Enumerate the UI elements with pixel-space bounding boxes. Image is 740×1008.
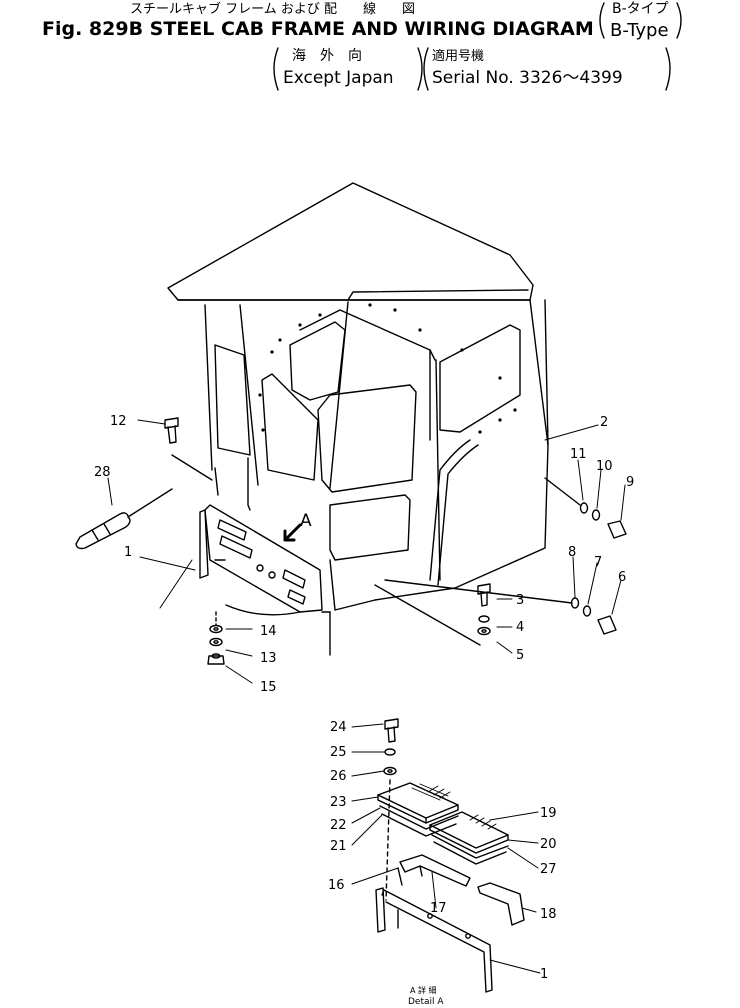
part-label-4: 4	[516, 620, 524, 635]
part-label-11: 11	[570, 447, 587, 462]
serial-japanese: 適用号機	[432, 48, 484, 64]
region-japanese: 海 外 向	[292, 48, 362, 64]
title-japanese: スチールキャブ フレーム および 配 線 図	[130, 1, 415, 17]
part-label-15: 15	[260, 680, 277, 695]
part-label-2: 2	[600, 415, 608, 430]
fasteners-lower-right	[374, 579, 617, 646]
part-label-12: 12	[110, 414, 127, 429]
part-label-28: 28	[94, 465, 111, 480]
part-label-13: 13	[260, 651, 277, 666]
figure-title: Fig. 829B STEEL CAB FRAME AND WIRING DIA…	[42, 18, 594, 40]
part-label-5: 5	[516, 648, 524, 663]
view-a-arrow: A	[283, 511, 312, 542]
part-label-22: 22	[330, 818, 347, 833]
serial-english: Serial No. 3326～4399	[432, 68, 623, 88]
view-a-label: A	[300, 511, 312, 531]
part-label-25: 25	[330, 745, 347, 760]
cab-frame	[167, 182, 549, 656]
part-label-1-detail: 1	[540, 967, 548, 982]
part-label-24: 24	[330, 720, 347, 735]
part-label-20: 20	[540, 837, 557, 852]
type-english: B-Type	[610, 20, 669, 41]
part-label-16: 16	[328, 878, 345, 893]
detail-a	[375, 718, 525, 993]
detail-caption: A 詳 細 Detail A	[408, 985, 444, 1007]
mount-bracket-upper	[171, 454, 323, 616]
part-label-23: 23	[330, 795, 347, 810]
screwdriver	[75, 488, 173, 550]
part-label-26: 26	[330, 769, 347, 784]
part-label-17: 17	[430, 901, 447, 916]
part-label-10: 10	[596, 459, 613, 474]
fasteners-left	[207, 611, 225, 665]
type-japanese: B-タイプ	[612, 1, 669, 17]
region-english: Except Japan	[283, 68, 394, 88]
part-label-3: 3	[516, 593, 524, 608]
part-label-7: 7	[594, 555, 602, 570]
part-label-8: 8	[568, 545, 576, 560]
part-label-14: 14	[260, 624, 277, 639]
header: スチールキャブ フレーム および 配 線 図 Fig. 829B STEEL C…	[42, 1, 669, 88]
part-label-1: 1	[124, 545, 132, 560]
part-label-18: 18	[540, 907, 557, 922]
bolt-12	[164, 417, 179, 444]
header-brackets	[273, 2, 682, 91]
detail-caption-english: Detail A	[408, 997, 444, 1007]
fasteners-upper-right	[544, 477, 627, 539]
part-labels: 1 2 3 4 5 6 7 8 9 10 11 12 13 14 15 16 1…	[94, 414, 634, 982]
detail-caption-japanese: A 詳 細	[410, 985, 437, 995]
part-label-9: 9	[626, 475, 634, 490]
part-label-21: 21	[330, 839, 347, 854]
leader-lines	[107, 419, 626, 684]
rivet-dots	[258, 303, 517, 434]
detail-leaders	[351, 723, 541, 974]
fasteners-bottom	[477, 583, 491, 636]
part-label-27: 27	[540, 862, 557, 877]
part-label-6: 6	[618, 570, 626, 585]
part-label-19: 19	[540, 806, 557, 821]
